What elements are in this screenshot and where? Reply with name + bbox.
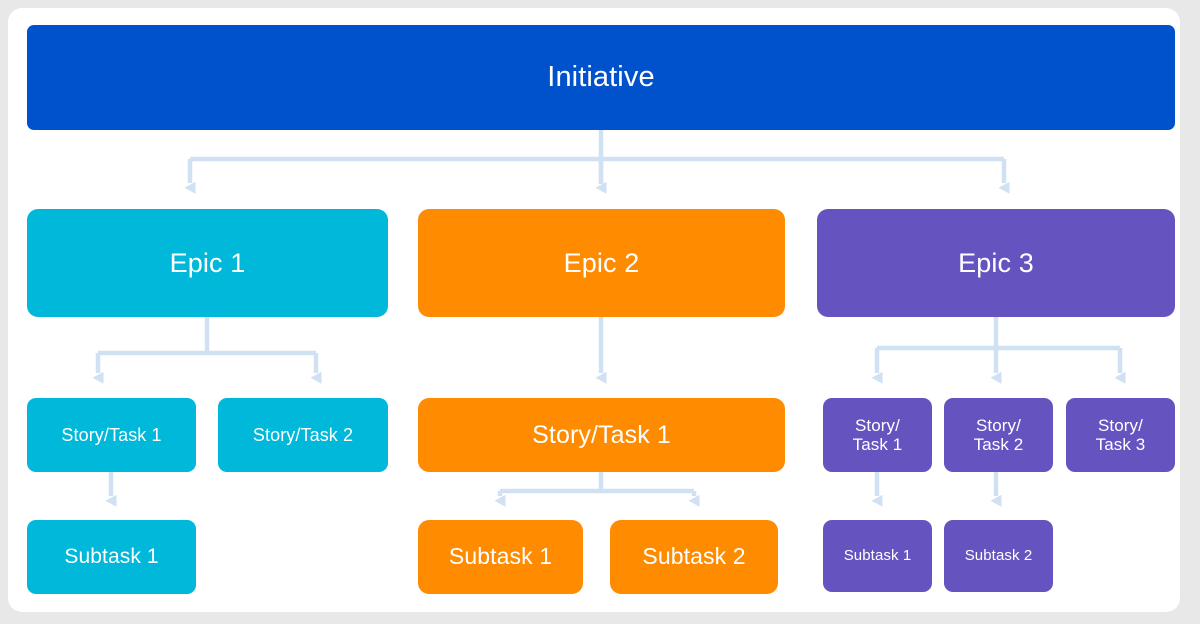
node-epic3-subtask-2[interactable]: Subtask 2	[944, 520, 1053, 592]
node-epic3-story-task-2[interactable]: Story/ Task 2	[944, 398, 1053, 472]
node-epic-2[interactable]: Epic 2	[418, 209, 785, 317]
node-epic3-story-task-3[interactable]: Story/ Task 3	[1066, 398, 1175, 472]
node-epic3-story-task-1[interactable]: Story/ Task 1	[823, 398, 932, 472]
node-epic1-subtask-1[interactable]: Subtask 1	[27, 520, 196, 594]
node-epic1-story-task-2[interactable]: Story/Task 2	[218, 398, 388, 472]
node-epic3-subtask-1[interactable]: Subtask 1	[823, 520, 932, 592]
node-epic2-subtask-2[interactable]: Subtask 2	[610, 520, 778, 594]
node-epic1-story-task-1[interactable]: Story/Task 1	[27, 398, 196, 472]
node-epic2-subtask-1[interactable]: Subtask 1	[418, 520, 583, 594]
node-epic-3[interactable]: Epic 3	[817, 209, 1175, 317]
node-epic-1[interactable]: Epic 1	[27, 209, 388, 317]
node-initiative[interactable]: Initiative	[27, 25, 1175, 130]
node-epic2-story-task-1[interactable]: Story/Task 1	[418, 398, 785, 472]
